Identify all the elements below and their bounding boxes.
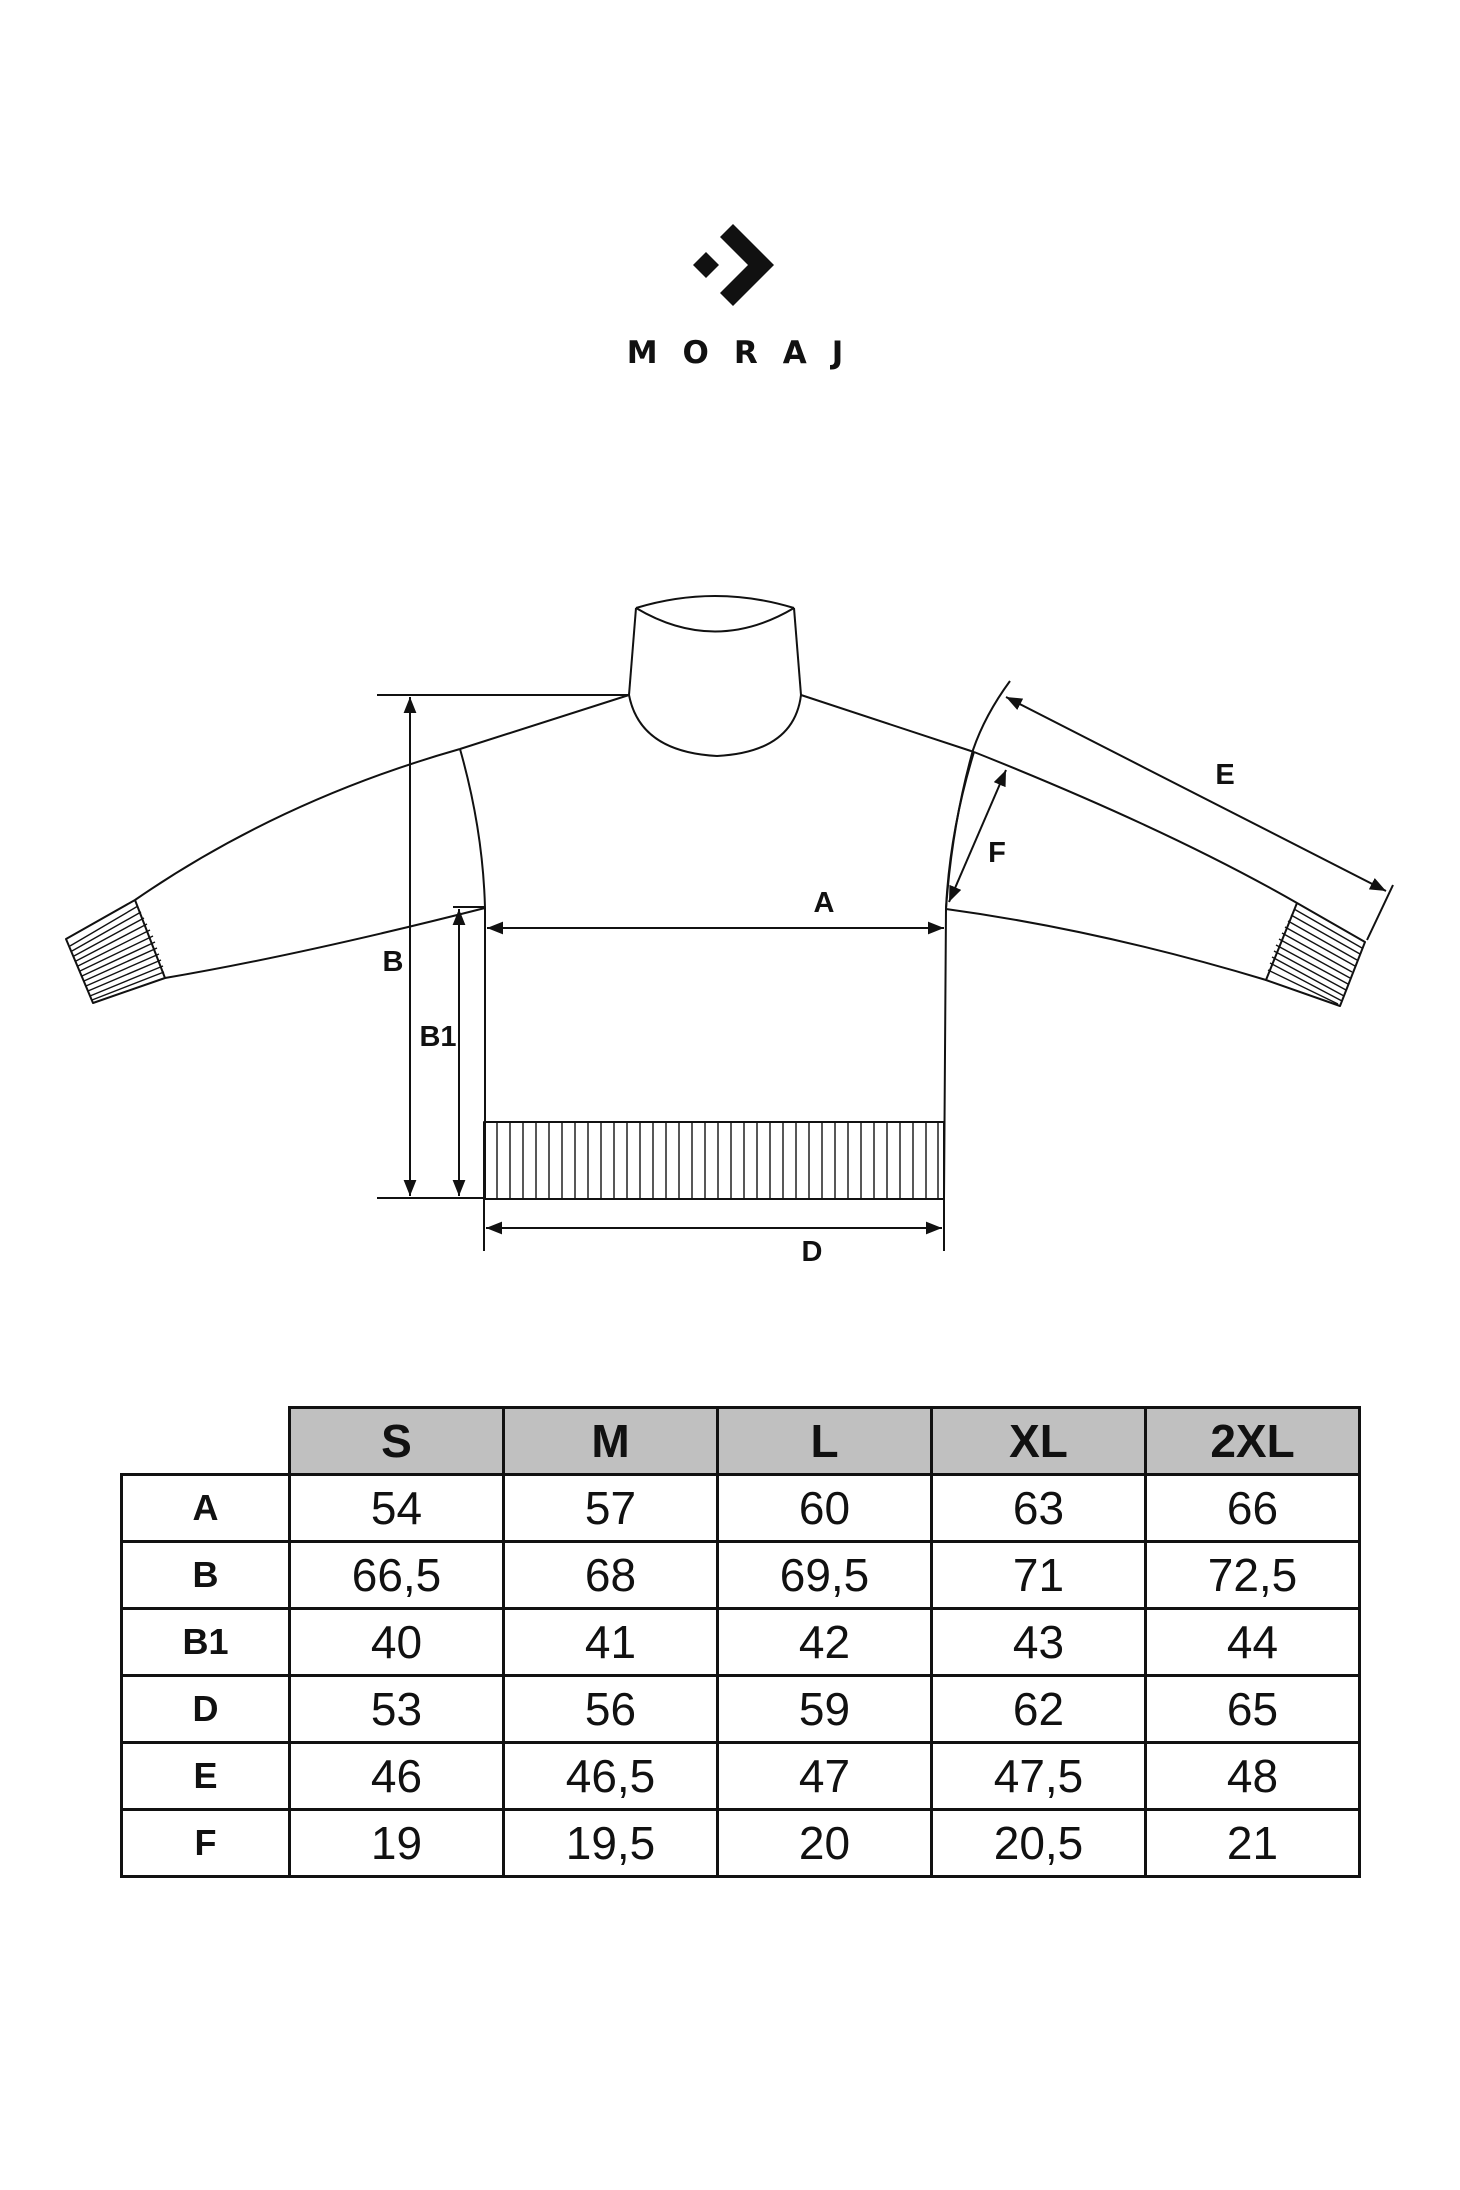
table-row: E 46 46,5 47 47,5 48 xyxy=(120,1741,1361,1811)
table-cell: 71 xyxy=(930,1540,1147,1610)
table-cell: 46,5 xyxy=(502,1741,719,1811)
size-chart-table: S M L XL 2XL A 54 57 60 63 66 B 66,5 68 … xyxy=(120,1406,1361,1878)
label-F: F xyxy=(988,837,1006,869)
row-label: B1 xyxy=(120,1607,291,1677)
table-cell: 47,5 xyxy=(930,1741,1147,1811)
table-cell: 19 xyxy=(288,1808,505,1878)
collar-outline xyxy=(628,595,802,757)
table-cell: 69,5 xyxy=(716,1540,933,1610)
table-cell: 66 xyxy=(1144,1473,1361,1543)
table-row: F 19 19,5 20 20,5 21 xyxy=(120,1808,1361,1878)
size-header-2XL: 2XL xyxy=(1144,1406,1361,1476)
table-cell: 66,5 xyxy=(288,1540,505,1610)
table-cell: 48 xyxy=(1144,1741,1361,1811)
label-B: B xyxy=(382,946,404,978)
table-cell: 54 xyxy=(288,1473,505,1543)
table-cell: 72,5 xyxy=(1144,1540,1361,1610)
measure-E xyxy=(945,680,1394,941)
table-row: D 53 56 59 62 65 xyxy=(120,1674,1361,1744)
table-cell: 40 xyxy=(288,1607,505,1677)
table-cell: 20,5 xyxy=(930,1808,1147,1878)
label-A: A xyxy=(813,887,835,919)
measure-F xyxy=(948,769,1007,903)
measure-B xyxy=(377,694,629,1199)
row-label: A xyxy=(120,1473,291,1543)
measure-B1 xyxy=(452,906,485,1196)
table-cell: 56 xyxy=(502,1674,719,1744)
table-cell: 59 xyxy=(716,1674,933,1744)
size-header-row: S M L XL 2XL xyxy=(121,1406,1361,1476)
table-cell: 42 xyxy=(716,1607,933,1677)
measure-D xyxy=(483,1199,945,1251)
table-cell: 21 xyxy=(1144,1808,1361,1878)
sweater-diagram xyxy=(65,595,1394,1251)
table-cell: 65 xyxy=(1144,1674,1361,1744)
table-cell: 60 xyxy=(716,1473,933,1543)
label-B1: B1 xyxy=(419,1021,457,1053)
size-header-M: M xyxy=(502,1406,719,1476)
row-label: F xyxy=(120,1808,291,1878)
table-cell: 43 xyxy=(930,1607,1147,1677)
table-row: B1 40 41 42 43 44 xyxy=(120,1607,1361,1677)
size-header-XL: XL xyxy=(930,1406,1147,1476)
table-cell: 62 xyxy=(930,1674,1147,1744)
table-cell: 53 xyxy=(288,1674,505,1744)
table-cell: 68 xyxy=(502,1540,719,1610)
table-cell: 20 xyxy=(716,1808,933,1878)
table-cell: 47 xyxy=(716,1741,933,1811)
table-cell: 46 xyxy=(288,1741,505,1811)
size-header-S: S xyxy=(288,1406,505,1476)
brand-logo xyxy=(693,224,774,306)
row-label: D xyxy=(120,1674,291,1744)
right-sleeve-outline xyxy=(945,751,1366,1007)
table-cell: 63 xyxy=(930,1473,1147,1543)
chevron-diamond-logo-icon xyxy=(693,224,774,306)
hem-rib-band xyxy=(483,1121,945,1200)
row-label: E xyxy=(120,1741,291,1811)
table-corner xyxy=(121,1407,290,1475)
table-cell: 57 xyxy=(502,1473,719,1543)
table-row: B 66,5 68 69,5 71 72,5 xyxy=(120,1540,1361,1610)
label-E: E xyxy=(1215,759,1235,791)
table-row: A 54 57 60 63 66 xyxy=(120,1473,1361,1543)
row-label: B xyxy=(120,1540,291,1610)
label-D: D xyxy=(801,1236,823,1268)
brand-name: MORAJ xyxy=(626,335,869,371)
table-cell: 19,5 xyxy=(502,1808,719,1878)
table-cell: 44 xyxy=(1144,1607,1361,1677)
table-cell: 41 xyxy=(502,1607,719,1677)
size-header-L: L xyxy=(716,1406,933,1476)
rib-hatching xyxy=(69,905,1363,1199)
left-sleeve-outline xyxy=(65,748,486,1004)
